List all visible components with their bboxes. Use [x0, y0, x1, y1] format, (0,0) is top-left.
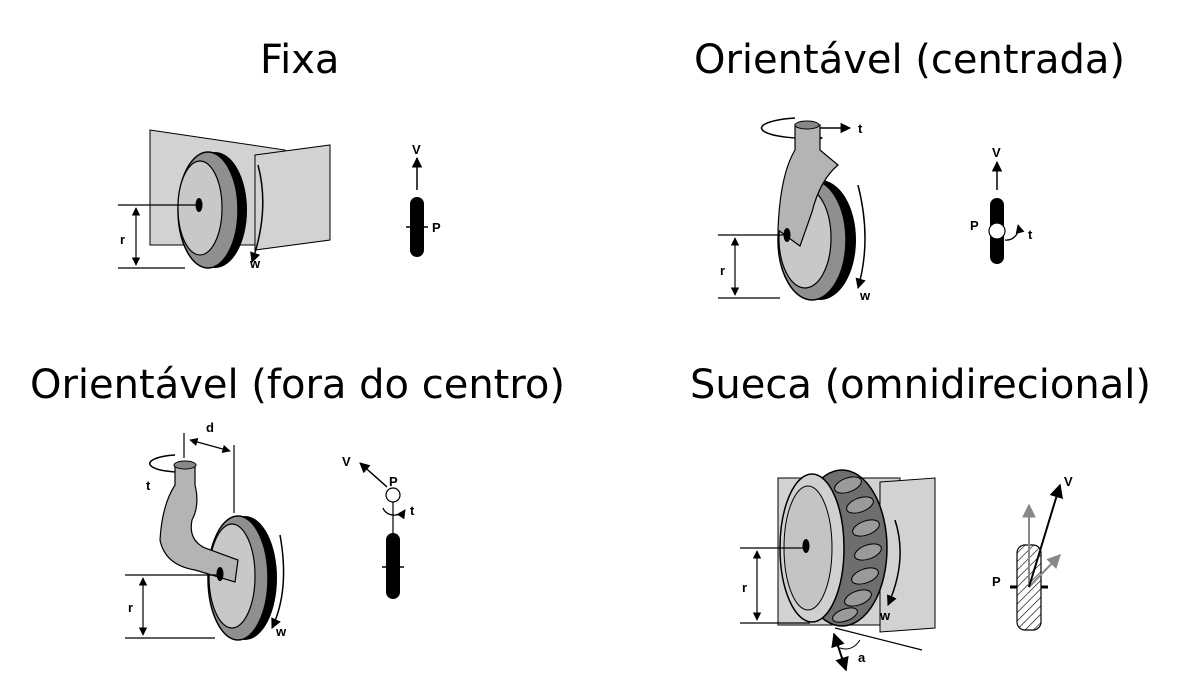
centered-wheel-illustration: [718, 117, 866, 301]
offcenter-label-t-top: t: [146, 478, 151, 493]
title-centered: Orientável (centrada): [694, 37, 1126, 83]
fixed-top-view: [406, 156, 428, 257]
offcenter-label-r: r: [128, 600, 133, 615]
offcenter-label-t-side: t: [410, 503, 415, 518]
swedish-wheel-illustration: [740, 469, 936, 672]
swedish-label-r: r: [742, 580, 747, 595]
centered-label-p: P: [970, 218, 979, 233]
fixed-label-p: P: [432, 220, 441, 235]
offcenter-label-w: w: [275, 624, 287, 639]
title-offcenter: Orientável (fora do centro): [30, 362, 565, 408]
centered-label-v: V: [992, 145, 1001, 160]
fixed-wheel-illustration: [118, 129, 331, 269]
swedish-label-p: P: [992, 574, 1001, 589]
centered-label-t-top: t: [858, 121, 863, 136]
offcenter-label-p: P: [389, 474, 398, 489]
title-fixed: Fixa: [260, 37, 340, 83]
fixed-label-r: r: [120, 232, 125, 247]
centered-label-w: w: [859, 288, 871, 303]
swedish-label-a: a: [858, 650, 866, 665]
offcenter-wheel-illustration: [125, 433, 285, 641]
title-swedish: Sueca (omnidirecional): [690, 362, 1151, 408]
swedish-label-v: V: [1064, 474, 1073, 489]
centered-label-r: r: [720, 263, 725, 278]
offcenter-label-v: V: [342, 454, 351, 469]
centered-top-view: [988, 160, 1025, 264]
swedish-top-view: [1010, 483, 1064, 631]
centered-label-t-side: t: [1028, 227, 1033, 242]
offcenter-top-view: [359, 462, 406, 599]
fixed-label-w: w: [249, 256, 261, 271]
fixed-label-v: V: [412, 142, 421, 157]
offcenter-label-d: d: [206, 420, 214, 435]
swedish-label-w: w: [879, 608, 891, 623]
